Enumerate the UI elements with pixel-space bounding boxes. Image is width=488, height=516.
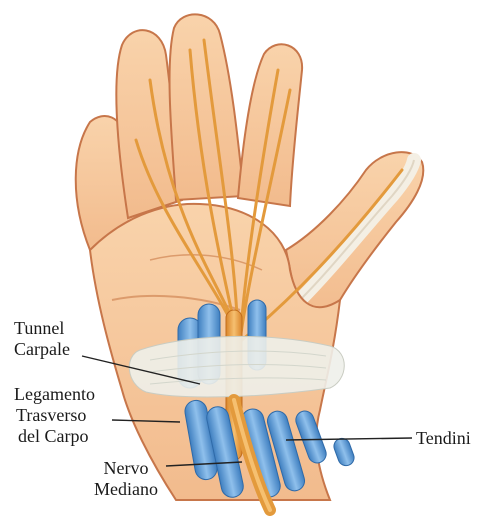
label-nervo-line1: Nervo <box>94 458 158 479</box>
label-legamento-line2: Trasverso <box>14 405 95 426</box>
label-tendini: Tendini <box>416 428 471 449</box>
label-tendini-text: Tendini <box>416 428 471 448</box>
middle-finger <box>170 14 244 200</box>
label-tunnel-carpale: Tunnel Carpale <box>14 318 70 360</box>
label-nervo-mediano: Nervo Mediano <box>94 458 158 500</box>
label-tunnel-line1: Tunnel <box>14 318 70 339</box>
label-tunnel-line2: Carpale <box>14 339 70 360</box>
label-legamento-line1: Legamento <box>14 384 95 405</box>
label-legamento: Legamento Trasverso del Carpo <box>14 384 95 447</box>
label-nervo-line2: Mediano <box>94 479 158 500</box>
label-legamento-line3: del Carpo <box>14 426 95 447</box>
